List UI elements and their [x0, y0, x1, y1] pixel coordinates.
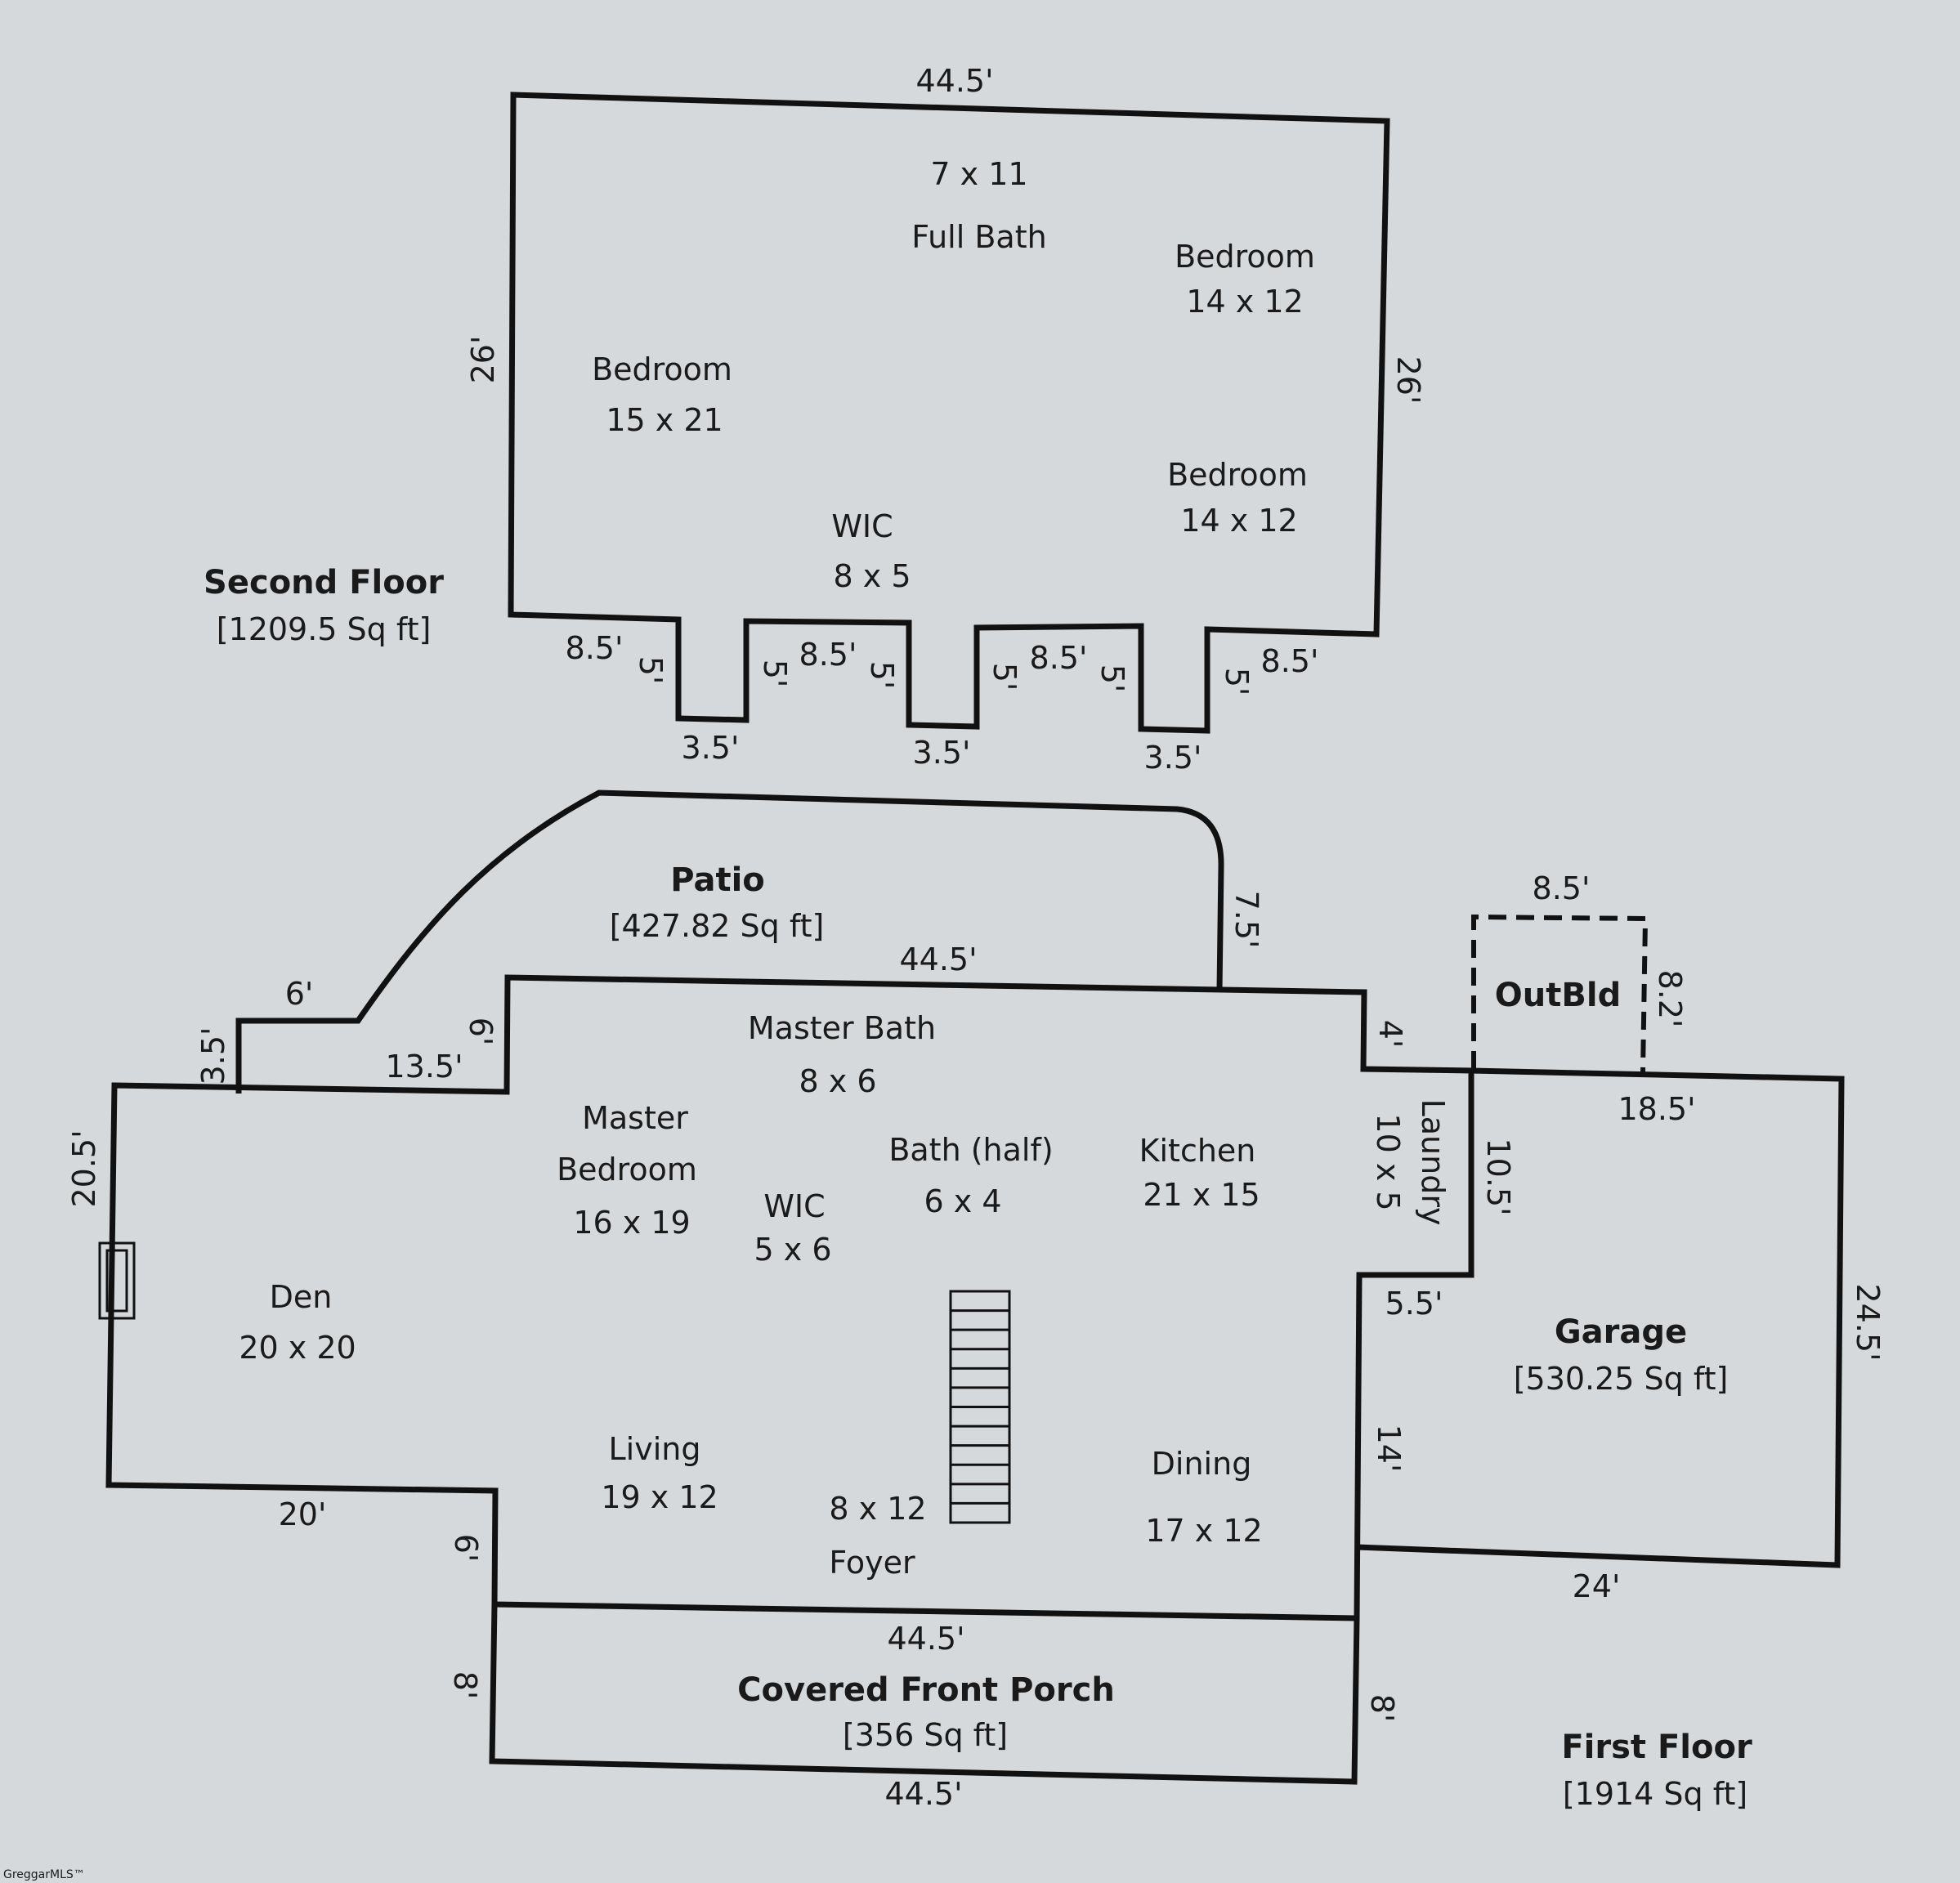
seg-dim-2: 8.5': [799, 637, 857, 673]
bedroom-w-name: Bedroom: [592, 351, 732, 387]
porch-right-dim: 8': [1364, 1694, 1400, 1723]
den-bottom-dim: 20': [279, 1496, 327, 1532]
first-floor-outline: [105, 974, 1474, 1621]
living-drop-dim: 6': [448, 1534, 484, 1563]
garage-right-dim: 24.5': [1850, 1283, 1886, 1361]
bump-dim-5: 5': [1094, 664, 1130, 693]
bump-width-2: 3.5': [913, 735, 971, 771]
master-bedroom-size: 16 x 19: [573, 1205, 690, 1241]
wic-lower-size: 5 x 6: [754, 1232, 832, 1268]
porch-left-dim: 8': [447, 1671, 483, 1700]
first-floor-top-dim: 44.5': [899, 942, 977, 977]
step-rise-dim: 6': [463, 1018, 499, 1046]
second-floor-left-dim: 26': [465, 336, 501, 384]
porch-bottom-dim: 44.5': [884, 1776, 962, 1812]
step-run-dim: 13.5': [385, 1049, 463, 1085]
full-bath-size: 7 x 11: [930, 156, 1027, 192]
seg-dim-4: 8.5': [1261, 643, 1319, 679]
staircase: [949, 1290, 1011, 1524]
second-floor-title: Second Floor: [204, 564, 444, 602]
master-bath-size: 8 x 6: [799, 1063, 877, 1099]
seg-dim-1: 8.5': [566, 630, 624, 666]
laundry-size: 10 x 5: [1370, 1113, 1406, 1210]
fireplace: [98, 1241, 136, 1320]
bump-dim-6: 5': [1219, 668, 1255, 696]
garage-outline: [1356, 1067, 1845, 1568]
porch-top-dim: 44.5': [887, 1621, 964, 1657]
bump-width-1: 3.5': [682, 730, 740, 766]
den-name: Den: [270, 1279, 333, 1315]
garage-area: [530.25 Sq ft]: [1514, 1361, 1729, 1397]
seg-dim-3: 8.5': [1030, 640, 1088, 676]
bedroom-ne-size: 14 x 12: [1186, 284, 1303, 320]
porch-title: Covered Front Porch: [737, 1671, 1115, 1709]
second-floor-outline: [508, 92, 1390, 734]
second-floor-right-dim: 26': [1390, 356, 1426, 405]
half-bath-size: 6 x 4: [924, 1183, 1002, 1219]
garage-bottom-dim: 24': [1573, 1568, 1621, 1604]
wic-lower-name: WIC: [763, 1188, 825, 1224]
patio-area: [427.82 Sq ft]: [610, 908, 825, 944]
step-side-dim: 3.5': [195, 1027, 231, 1085]
half-bath-name: Bath (half): [888, 1132, 1053, 1168]
laundry-run-dim: 5.5': [1385, 1286, 1443, 1322]
patio-side-dim: 7.5': [1228, 891, 1264, 949]
mls-watermark: GreggarMLS™: [3, 1868, 85, 1881]
wic-upper-name: WIC: [831, 508, 893, 544]
master-bedroom-name-1: Master: [582, 1100, 688, 1136]
laundry-name: Laundry: [1415, 1099, 1451, 1226]
bump-dim-3: 5': [864, 661, 900, 690]
garage-top-dim: 18.5': [1618, 1091, 1695, 1127]
full-bath-name: Full Bath: [911, 219, 1046, 255]
den-size: 20 x 20: [239, 1330, 356, 1366]
foyer-size: 8 x 12: [829, 1491, 926, 1527]
master-bath-name: Master Bath: [748, 1010, 936, 1046]
living-name: Living: [609, 1431, 701, 1467]
outbuilding-outline: [1471, 914, 1649, 1073]
porch-area: [356 Sq ft]: [843, 1717, 1008, 1753]
first-floor-area: [1914 Sq ft]: [1563, 1776, 1747, 1812]
bump-dim-4: 5': [987, 663, 1023, 691]
bedroom-ne-name: Bedroom: [1175, 239, 1315, 275]
second-floor-top-dim: 44.5': [915, 63, 993, 99]
dining-name: Dining: [1152, 1446, 1252, 1482]
front-side-dim: 14': [1371, 1425, 1407, 1473]
master-bedroom-name-2: Bedroom: [557, 1152, 697, 1187]
bump-dim-1: 5': [633, 656, 669, 685]
bump-width-3: 3.5': [1144, 740, 1202, 776]
kitchen-name: Kitchen: [1139, 1133, 1256, 1169]
outbuilding-title: OutBld: [1495, 977, 1621, 1014]
wic-upper-size: 8 x 5: [834, 558, 911, 594]
den-side-dim: 20.5': [66, 1129, 102, 1207]
kitchen-step-dim: 4': [1372, 1020, 1408, 1049]
bedroom-se-size: 14 x 12: [1180, 503, 1297, 539]
patio-title: Patio: [670, 861, 765, 899]
patio-outline: [235, 789, 1224, 1094]
laundry-drop-dim: 10.5': [1480, 1138, 1516, 1215]
outbuilding-depth-dim: 8.2': [1652, 970, 1688, 1028]
garage-title: Garage: [1555, 1313, 1687, 1351]
bump-dim-2: 5': [757, 660, 793, 688]
fireplace-inner: [105, 1249, 128, 1313]
porch-outline: [489, 1603, 1360, 1785]
foyer-name: Foyer: [829, 1545, 915, 1581]
bedroom-se-name: Bedroom: [1167, 457, 1308, 493]
living-size: 19 x 12: [601, 1479, 718, 1515]
outbuilding-width-dim: 8.5': [1533, 870, 1591, 906]
bedroom-w-size: 15 x 21: [606, 402, 723, 438]
dining-size: 17 x 12: [1145, 1513, 1262, 1549]
first-floor-title: First Floor: [1561, 1729, 1752, 1766]
second-floor-area: [1209.5 Sq ft]: [217, 611, 432, 647]
kitchen-size: 21 x 15: [1143, 1177, 1260, 1213]
step-top-dim: 6': [285, 976, 314, 1012]
